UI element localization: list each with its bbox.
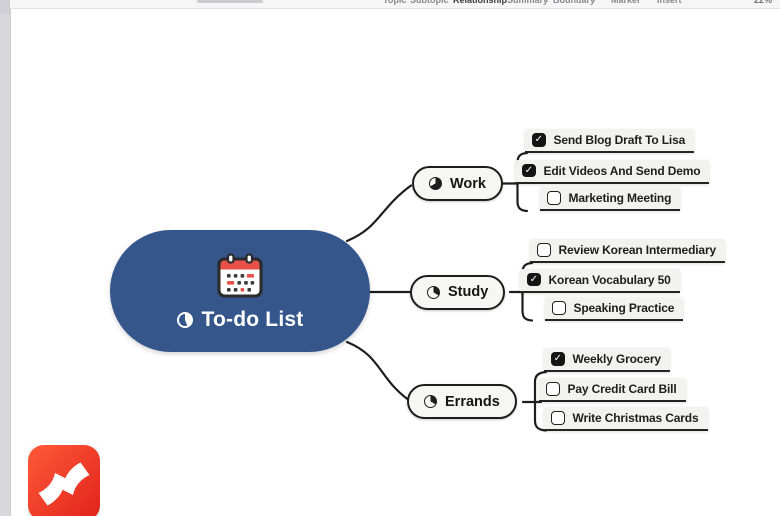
- chevron-down-icon[interactable]: ⌄: [544, 0, 550, 4]
- task-item[interactable]: Weekly Grocery: [544, 348, 670, 372]
- calendar-icon: [215, 252, 265, 299]
- document-title-cutoff: [197, 0, 263, 3]
- branch-topic-study[interactable]: Study: [410, 274, 506, 310]
- branch-topic-label: Study: [448, 284, 489, 300]
- root-topic-label: To-do List: [201, 307, 304, 331]
- task-label: Review Korean Intermediary: [558, 243, 717, 257]
- toolbar-item-subtopic[interactable]: Subtopic: [410, 0, 449, 5]
- branch-topic-work[interactable]: Work: [412, 166, 503, 201]
- checkbox-unchecked-icon[interactable]: [537, 243, 551, 257]
- progress-pie-icon: [427, 285, 440, 299]
- toolbar-item-relationship[interactable]: Relationship: [453, 0, 508, 5]
- toolbar-item-topic[interactable]: Topic: [383, 0, 407, 5]
- checkbox-unchecked-icon[interactable]: [547, 191, 561, 205]
- task-label: Send Blog Draft To Lisa: [553, 133, 686, 147]
- checkbox-unchecked-icon[interactable]: [551, 411, 565, 425]
- checkbox-unchecked-icon[interactable]: [546, 382, 560, 396]
- toolbar-item-summary[interactable]: Summary: [507, 0, 549, 5]
- task-item[interactable]: Send Blog Draft To Lisa: [525, 129, 695, 153]
- task-label: Speaking Practice: [573, 301, 675, 315]
- xmind-logo[interactable]: [28, 445, 100, 516]
- toolbar-item-marker[interactable]: Marker: [611, 0, 641, 5]
- checkbox-unchecked-icon[interactable]: [552, 301, 566, 315]
- task-item[interactable]: Review Korean Intermediary: [530, 239, 725, 263]
- checkbox-checked-icon[interactable]: [532, 133, 546, 147]
- branch-topic-label: Work: [450, 175, 486, 192]
- checkbox-checked-icon[interactable]: [551, 352, 565, 366]
- checkbox-checked-icon[interactable]: [522, 163, 536, 178]
- branch-topic-errands[interactable]: Errands: [407, 384, 517, 419]
- branch-topic-label: Errands: [445, 393, 500, 410]
- task-label: Weekly Grocery: [572, 352, 662, 366]
- task-item[interactable]: Pay Credit Card Bill: [539, 378, 686, 402]
- root-topic-todo-list[interactable]: To-do List: [110, 230, 370, 352]
- task-label: Edit Videos And Send Demo: [543, 163, 701, 178]
- task-item[interactable]: Korean Vocabulary 50: [520, 268, 680, 293]
- edge-root-work: [345, 184, 413, 243]
- progress-pie-icon: [176, 311, 193, 328]
- chevron-down-icon[interactable]: ⌄: [591, 0, 597, 4]
- checkbox-checked-icon[interactable]: [527, 272, 541, 287]
- zoom-level[interactable]: 22%: [754, 0, 773, 5]
- task-label: Pay Credit Card Bill: [567, 382, 677, 396]
- task-item[interactable]: Edit Videos And Send Demo: [515, 159, 710, 184]
- window-edge-corner: [0, 0, 10, 14]
- task-item[interactable]: Marketing Meeting: [540, 187, 681, 211]
- edge-errands-bracket: [533, 370, 548, 432]
- task-item[interactable]: Speaking Practice: [545, 297, 684, 321]
- window-edge-strip: [0, 0, 11, 516]
- progress-pie-icon: [424, 395, 437, 408]
- progress-pie-icon: [429, 177, 442, 190]
- task-label: Write Christmas Cards: [572, 411, 699, 425]
- task-label: Marketing Meeting: [568, 191, 672, 205]
- toolbar: Topic Subtopic Relationship Summary ⌄ Bo…: [10, 0, 780, 9]
- task-item[interactable]: Write Christmas Cards: [544, 407, 708, 431]
- task-label: Korean Vocabulary 50: [548, 272, 671, 287]
- edge-root-errands: [345, 340, 410, 401]
- toolbar-item-boundary[interactable]: Boundary: [553, 0, 596, 5]
- toolbar-item-insert[interactable]: Insert: [657, 0, 682, 5]
